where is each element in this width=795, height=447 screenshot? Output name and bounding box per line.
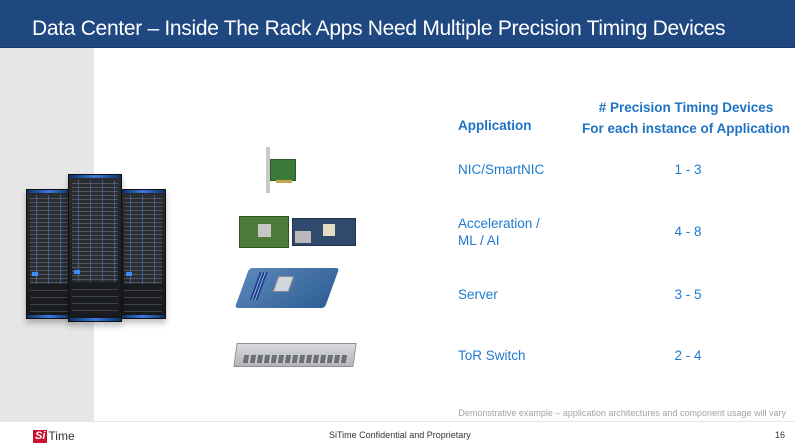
row-server-application: Server — [458, 287, 498, 302]
slide-title: Data Center – Inside The Rack Apps Need … — [32, 17, 726, 40]
row-acceleration-devices: 4 - 8 — [674, 224, 702, 239]
rack-left — [26, 189, 72, 319]
row-switch-devices: 2 - 4 — [674, 348, 702, 363]
logo-time: Time — [48, 429, 75, 443]
row-nic-application: NIC/SmartNIC — [458, 162, 545, 177]
header-application: Application — [458, 118, 532, 133]
header-device-count: # Precision Timing Devices For each inst… — [572, 97, 795, 139]
row-acceleration-application: Acceleration / ML / AI — [458, 215, 540, 249]
server-motherboard-image — [234, 268, 340, 308]
row-server-devices: 3 - 5 — [674, 287, 702, 302]
rack-center — [68, 174, 122, 322]
row-nic-devices: 1 - 3 — [674, 162, 702, 177]
header-count-line2: For each instance of Application — [581, 121, 791, 136]
footer-divider — [94, 421, 795, 422]
confidential-notice: SiTime Confidential and Proprietary — [329, 430, 471, 440]
rack-right — [120, 189, 166, 319]
smartnic-accelerator-image — [292, 218, 356, 246]
header-count-line1: # Precision Timing Devices — [598, 100, 774, 115]
nic-card-image — [266, 147, 296, 193]
logo-si: Si — [33, 429, 48, 443]
row-acceleration-line1: Acceleration / — [458, 216, 540, 231]
title-bar: Data Center – Inside The Rack Apps Need … — [0, 0, 795, 48]
row-acceleration-line2: ML / AI — [458, 233, 500, 248]
disclaimer-text: Demonstrative example – application arch… — [458, 408, 786, 418]
sitime-logo: Si Time — [33, 429, 75, 443]
accelerator-board-image — [239, 216, 289, 248]
server-racks-image — [26, 174, 166, 322]
tor-switch-image — [233, 343, 357, 367]
page-number: 16 — [774, 430, 785, 440]
row-switch-application: ToR Switch — [458, 348, 526, 363]
